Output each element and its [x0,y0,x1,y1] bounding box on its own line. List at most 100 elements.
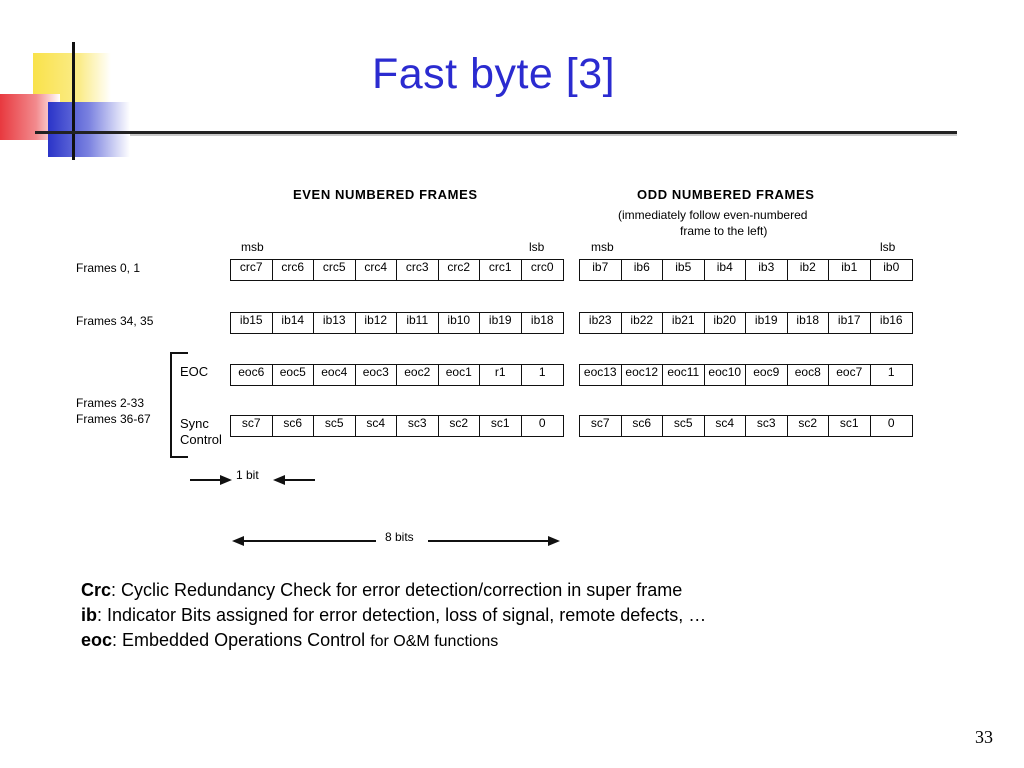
one-bit-label: 1 bit [236,468,259,482]
bit-cell: eoc9 [746,365,788,385]
even-msb-label: msb [241,240,264,254]
bit-cell: 1 [538,365,546,379]
bit-cell: crc0 [530,260,554,274]
bit-cell: eoc6 [231,365,273,385]
bit-cell: r1 [480,365,522,385]
bit-cell: ib23 [580,313,622,333]
legend: Crc: Cyclic Redundancy Check for error d… [81,578,706,654]
bit-cell: ib0 [883,260,900,274]
even-lsb-label: lsb [529,240,545,254]
bit-cell: eoc12 [622,365,663,385]
bit-cell: ib18 [530,313,554,327]
eight-bits-arrow-left-head [232,536,244,546]
bit-cell: ib22 [622,313,663,333]
bit-cell: ib6 [622,260,663,280]
bit-cell: sc6 [273,416,314,436]
bit-cell: sc7 [231,416,273,436]
label-frames-34-35: Frames 34, 35 [76,314,154,328]
label-control: Control [180,432,222,447]
bit-cell: eoc3 [356,365,397,385]
even-frames-header: EVEN NUMBERED FRAMES [293,187,478,202]
bit-cell: eoc7 [829,365,871,385]
bit-cell: sc4 [705,416,746,436]
bit-cell: ib19 [746,313,788,333]
odd-frames-subtitle-1: (immediately follow even-numbered [618,208,808,222]
legend-crc-def: : Cyclic Redundancy Check for error dete… [111,580,683,600]
bit-cell: sc5 [663,416,705,436]
bit-cell: ib20 [705,313,746,333]
label-frames-2-33: Frames 2-33 [76,396,145,410]
bit-cell: 0 [887,416,895,430]
bit-cell: sc3 [746,416,788,436]
bit-cell: sc3 [397,416,439,436]
bit-cell: 0 [538,416,546,430]
legend-eoc-def: : Embedded Operations Control [112,630,371,650]
bit-cell: eoc11 [663,365,705,385]
one-bit-arrow-right-line [285,479,315,481]
legend-crc: Crc: Cyclic Redundancy Check for error d… [81,578,706,603]
bit-cell: ib4 [705,260,746,280]
bit-cell: crc7 [231,260,273,280]
label-frames-0-1: Frames 0, 1 [76,261,141,275]
bit-cell: ib16 [879,313,903,327]
bit-cell: eoc4 [314,365,356,385]
odd-frames-header: ODD NUMBERED FRAMES [637,187,815,202]
bit-cell: eoc5 [273,365,314,385]
eight-bits-arrow-right-head [548,536,560,546]
bit-cell: ib12 [356,313,397,333]
bit-cell: eoc8 [788,365,829,385]
legend-ib-term: ib [81,605,97,625]
bit-cell: ib3 [746,260,788,280]
bit-cell: sc4 [356,416,397,436]
legend-eoc-def-small: for O&M functions [370,633,499,650]
one-bit-arrow-right-head [220,475,232,485]
logo-blue-square [48,102,130,157]
bit-cell: crc6 [273,260,314,280]
legend-crc-term: Crc [81,580,112,600]
bit-cell: ib2 [788,260,829,280]
bit-cell: ib17 [829,313,871,333]
bit-cell: ib1 [829,260,871,280]
bit-cell: sc2 [788,416,829,436]
bit-cell: ib18 [788,313,829,333]
bit-cell: ib13 [314,313,356,333]
bit-cell: crc5 [314,260,356,280]
one-bit-arrow-left-line [190,479,220,481]
bit-cell: sc2 [439,416,480,436]
eight-bits-arrow-right-line [428,540,548,542]
odd-frames-subtitle-2: frame to the left) [680,224,768,238]
bit-cell: ib21 [663,313,705,333]
bit-cell: eoc1 [439,365,480,385]
bit-cell: crc3 [397,260,439,280]
legend-ib-def: : Indicator Bits assigned for error dete… [97,605,707,625]
bit-cell: sc5 [314,416,356,436]
bit-cell: eoc13 [580,365,622,385]
bit-cell: sc7 [580,416,622,436]
bit-cell: ib15 [231,313,273,333]
page-number: 33 [975,727,993,747]
bit-cell: crc1 [480,260,522,280]
bit-cell: sc1 [480,416,522,436]
label-sync: Sync [180,416,209,431]
bit-cell: ib19 [480,313,522,333]
slide-title: Fast byte [3] [372,50,616,98]
bit-cell: sc6 [622,416,663,436]
odd-msb-label: msb [591,240,614,254]
legend-eoc-term: eoc [81,630,113,650]
frames-bracket [170,352,172,458]
logo-vertical-line [72,42,75,160]
bit-cell: ib10 [439,313,480,333]
bit-cell: ib5 [663,260,705,280]
bit-cell: ib7 [580,260,622,280]
eight-bits-arrow-left-line [244,540,376,542]
title-underline [35,131,957,134]
label-frames-36-67: Frames 36-67 [76,412,151,426]
bit-cell: sc1 [829,416,871,436]
